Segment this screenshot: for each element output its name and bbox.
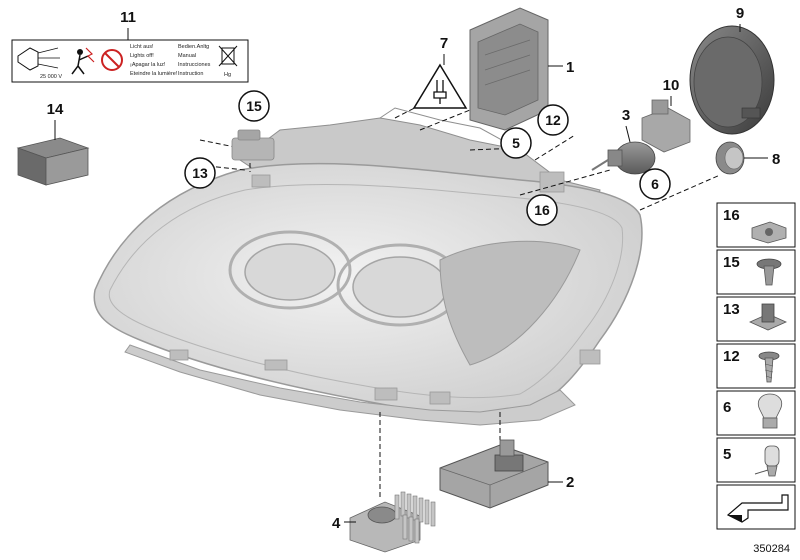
control-unit-part <box>469 7 549 131</box>
callout-4: 4 <box>332 515 341 532</box>
ballast-part <box>439 439 549 509</box>
callout-14: 14 <box>47 101 64 118</box>
callout-8: 8 <box>772 151 780 168</box>
warning-label-part: 25 000 V Licht aus! Lights off! ¡Apagar … <box>11 39 249 83</box>
heatsink-fins <box>394 491 436 544</box>
callout-13: 13 <box>192 165 208 181</box>
box-part <box>16 137 90 186</box>
connector-warning-part <box>412 63 468 109</box>
clip-nut-icon <box>751 221 787 244</box>
lightning-icon <box>85 47 95 63</box>
callout-1: 1 <box>566 59 574 76</box>
diagram-number: 350284 <box>753 543 790 555</box>
side-panel-num-12: 12 <box>723 348 740 365</box>
bulb-icon <box>757 393 783 429</box>
callout-6: 6 <box>651 176 659 192</box>
callout-16: 16 <box>534 202 550 218</box>
side-panel-num-5: 5 <box>723 446 731 463</box>
xenon-bulb-part <box>591 141 656 175</box>
plug-icon <box>433 80 447 104</box>
label-text-7: Instrucciones <box>178 62 211 68</box>
callout-12: 12 <box>545 112 561 128</box>
label-text-5: Bedien.Anltg <box>178 44 209 50</box>
callout-7: 7 <box>440 35 448 52</box>
headlight-assembly <box>93 107 643 426</box>
side-panel-num-13: 13 <box>723 301 740 318</box>
led-module-part <box>349 491 436 553</box>
arrow-icon <box>726 494 789 523</box>
label-text-8: Instruction <box>178 71 203 77</box>
callout-9: 9 <box>736 5 744 22</box>
person-warning-icon <box>77 49 83 55</box>
bin-text: Hg <box>224 72 231 78</box>
rivet-part <box>231 129 275 161</box>
side-panel-item: 6 <box>716 390 796 436</box>
expanding-rivet-icon <box>756 258 782 286</box>
voltage-text: 25 000 V <box>40 74 62 80</box>
igniter-part <box>641 99 691 153</box>
callout-3: 3 <box>622 107 630 124</box>
side-panel-num-16: 16 <box>723 207 740 224</box>
label-text-6: Manual <box>178 53 196 59</box>
callout-5: 5 <box>512 135 520 151</box>
label-text-4: Eteindre la lumière! <box>130 71 178 77</box>
bulb-socket-part <box>715 141 745 175</box>
screw-icon <box>758 351 780 383</box>
label-text-2: Lights off! <box>130 53 154 59</box>
side-panel-item: 12 <box>716 343 796 389</box>
side-panel: 16 15 13 12 <box>716 202 796 530</box>
side-panel-num-15: 15 <box>723 254 740 271</box>
side-panel-item: 16 <box>716 202 796 248</box>
side-panel-item: 13 <box>716 296 796 342</box>
side-panel-item: 15 <box>716 249 796 295</box>
cover-cap-part <box>689 25 775 135</box>
side-panel-item <box>716 484 796 530</box>
callout-11: 11 <box>120 9 136 26</box>
wedge-bulb-icon <box>754 445 780 477</box>
callout-10: 10 <box>663 77 680 94</box>
callout-15: 15 <box>246 98 262 114</box>
crossed-bin-icon <box>218 45 238 67</box>
label-text-3: ¡Apagar la luz! <box>130 62 166 68</box>
label-text-1: Licht aus! <box>130 44 154 50</box>
side-panel-item: 5 <box>716 437 796 483</box>
clip-fastener-icon <box>749 303 787 331</box>
callout-2: 2 <box>566 474 574 491</box>
lamp-pictogram-icon <box>17 47 39 71</box>
side-panel-num-6: 6 <box>723 399 731 416</box>
